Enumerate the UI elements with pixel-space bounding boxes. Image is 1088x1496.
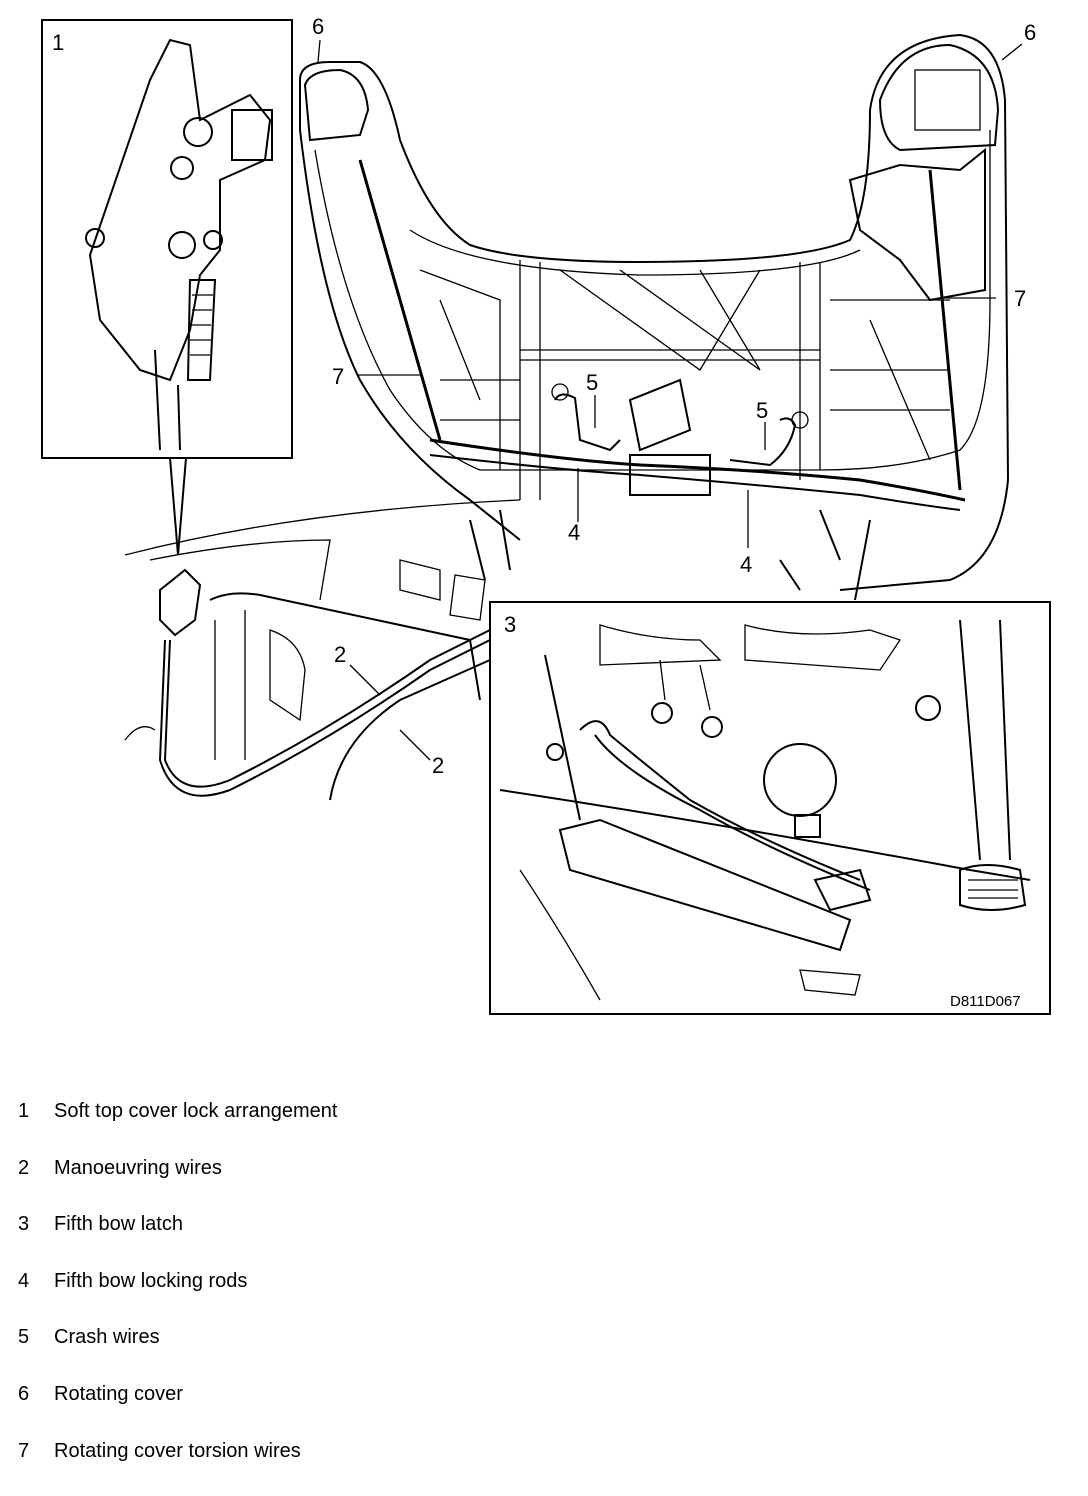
car-body [124, 499, 521, 801]
crash-wire-loop [579, 720, 861, 881]
callout-3: 3 [504, 612, 516, 637]
left-rotating-cover [303, 68, 370, 142]
lock-spring [186, 279, 217, 381]
legend-item: 1 Soft top cover lock arrangement [18, 1100, 718, 1157]
callout-2-upper: 2 [334, 642, 346, 667]
legend-item-label: Fifth bow latch [54, 1213, 183, 1236]
callout-6-right: 6 [1024, 20, 1036, 45]
callout-4-right: 4 [740, 552, 752, 577]
legend-item: 3 Fifth bow latch [18, 1213, 718, 1270]
legend-item: 5 Crash wires [18, 1326, 718, 1383]
legend-item: 6 Rotating cover [18, 1383, 718, 1440]
inset-1 [41, 19, 293, 556]
legend-item-label: Crash wires [54, 1326, 160, 1349]
technical-diagram: 1 6 6 7 7 5 5 4 4 2 2 3 D811D067 [41, 14, 1051, 1015]
legend-item: 4 Fifth bow locking rods [18, 1270, 718, 1327]
legend-item-label: Soft top cover lock arrangement [54, 1100, 338, 1122]
legend-item-label: Rotating cover torsion wires [54, 1439, 301, 1462]
legend-item-number: 5 [18, 1326, 30, 1349]
latch-rod [959, 619, 1011, 861]
legend-item-label: Manoeuvring wires [54, 1156, 222, 1179]
legend: 1 Soft top cover lock arrangement 2 Manoeuv… [18, 1100, 718, 1496]
torsion-spring [959, 864, 1027, 911]
callout-2-lower: 2 [432, 753, 444, 778]
callout-5-left: 5 [586, 370, 598, 395]
callout-1: 1 [52, 30, 64, 55]
manoeuvring-wire-2 [163, 629, 491, 788]
soft-top-frame [299, 33, 1010, 591]
latch-plate [558, 818, 852, 952]
callout-6-left: 6 [312, 14, 324, 39]
callout-4-left: 4 [568, 520, 580, 545]
legend-item-number: 2 [18, 1156, 30, 1179]
legend-item-label: Fifth bow locking rods [54, 1269, 248, 1292]
legend-item-number: 3 [18, 1213, 30, 1236]
legend-item: 2 Manoeuvring wires [18, 1157, 718, 1214]
callout-5-right: 5 [756, 398, 768, 423]
callout-7-left: 7 [332, 364, 344, 389]
callout-7-right: 7 [1014, 286, 1026, 311]
legend-item-number: 6 [18, 1382, 30, 1405]
legend-item-number: 7 [18, 1439, 30, 1462]
drawing-code: D811D067 [950, 993, 1021, 1010]
legend-item: 7 Rotating cover torsion wires [18, 1440, 718, 1496]
callout-leaders [317, 39, 1023, 761]
inset-3 [489, 519, 1051, 1015]
lock-cable [154, 349, 181, 451]
crash-wire-left [554, 393, 621, 452]
callouts: 1 6 6 7 7 5 5 4 4 2 2 3 D811D067 [52, 14, 1036, 1010]
right-rotating-cover [878, 43, 1000, 152]
manoeuvring-wire-1 [158, 639, 491, 797]
legend-item-number: 1 [18, 1100, 30, 1122]
lock-on-car [159, 568, 202, 637]
legend-item-label: Rotating cover [54, 1382, 183, 1405]
lock-plate [88, 38, 272, 382]
legend-item-number: 4 [18, 1269, 30, 1292]
crash-wire-right [729, 417, 797, 467]
